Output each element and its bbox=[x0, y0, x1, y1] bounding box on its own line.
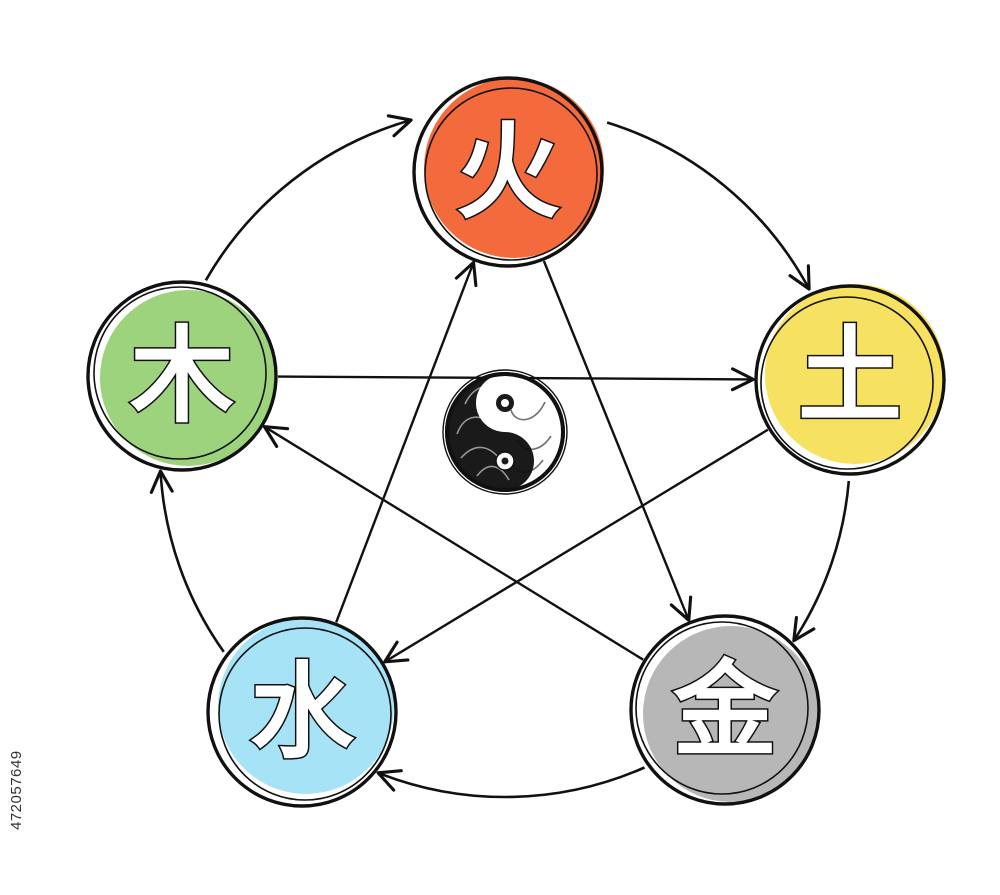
label-water: 水 bbox=[250, 651, 355, 773]
yin-yang-icon bbox=[442, 369, 568, 495]
label-metal: 金 bbox=[672, 649, 778, 771]
arrow-earth-overcomes-water bbox=[383, 428, 769, 664]
node-fire: 火 bbox=[412, 76, 604, 268]
node-metal: 金 bbox=[629, 614, 821, 806]
node-water: 水 bbox=[206, 616, 398, 808]
arrow-fire-overcomes-metal bbox=[542, 260, 693, 622]
stock-image-id: 472057649 bbox=[8, 750, 25, 830]
label-earth: 土 bbox=[798, 315, 902, 437]
overcoming-cycle-arrows bbox=[262, 260, 769, 664]
arrow-earth-to-metal bbox=[792, 480, 851, 643]
label-wood: 木 bbox=[130, 315, 234, 437]
arrow-water-to-wood bbox=[149, 469, 225, 653]
arrow-wood-to-fire bbox=[204, 114, 413, 281]
arrow-metal-overcomes-wood bbox=[262, 425, 644, 661]
arrow-water-overcomes-fire bbox=[335, 260, 478, 623]
arrow-metal-to-water bbox=[376, 766, 646, 799]
arrow-fire-to-earth bbox=[606, 121, 811, 291]
node-earth: 土 bbox=[754, 284, 946, 476]
node-wood: 木 bbox=[86, 280, 278, 472]
label-fire: 火 bbox=[456, 111, 560, 233]
generating-cycle-arrows bbox=[149, 114, 851, 799]
